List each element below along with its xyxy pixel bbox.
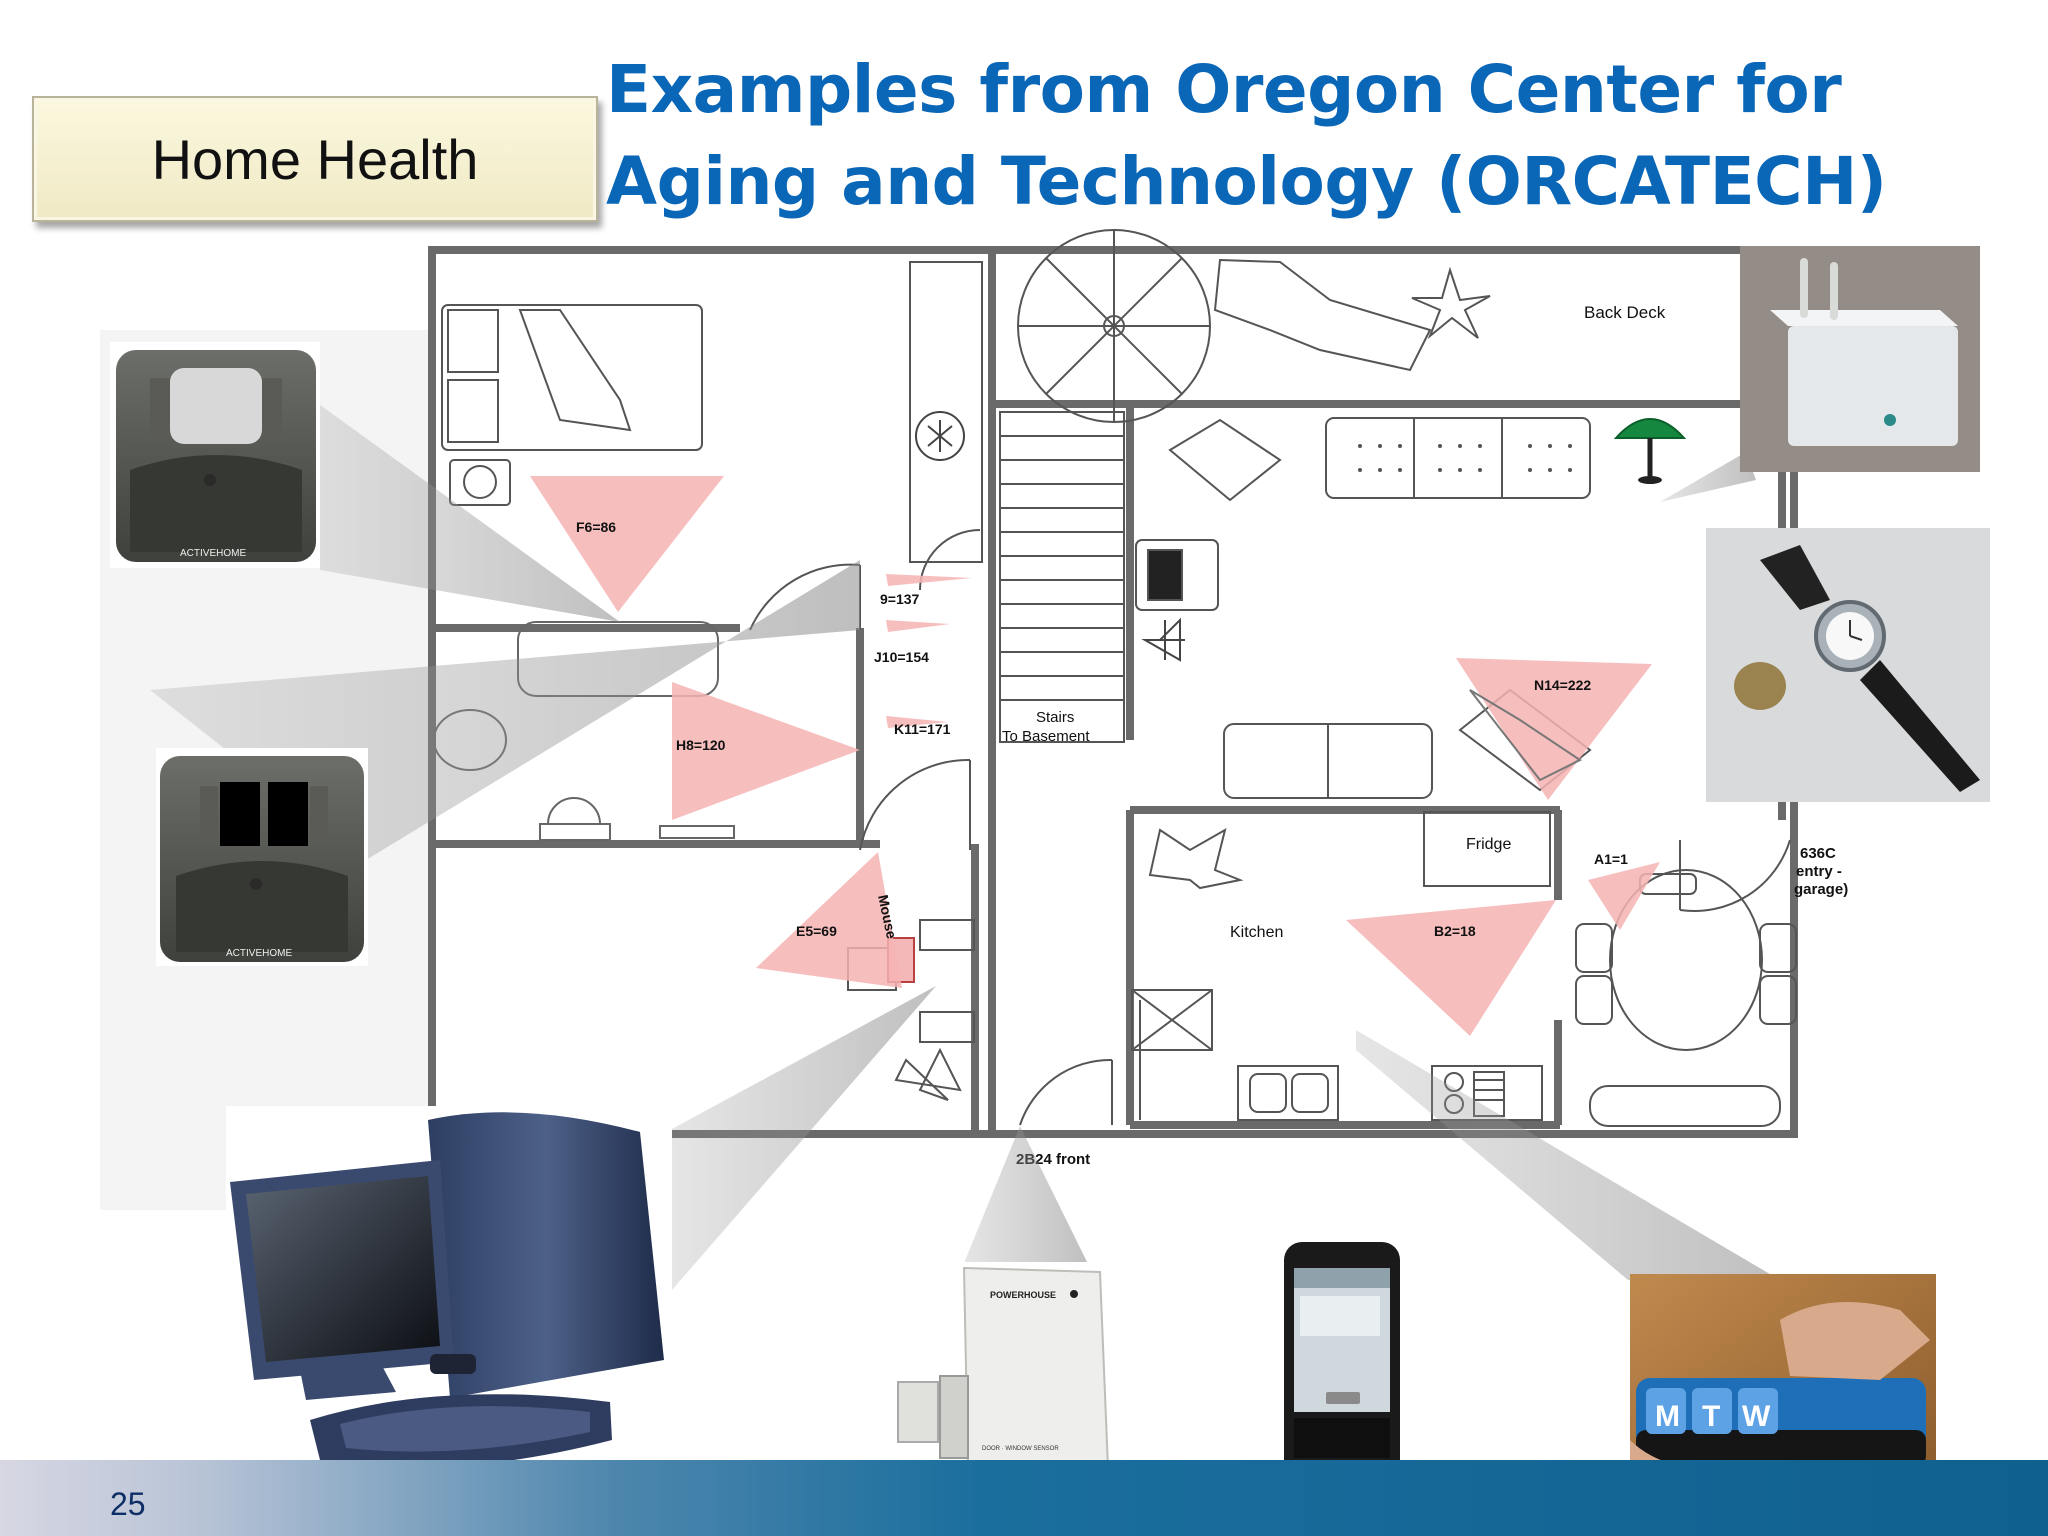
- pillbox-letter-t: T: [1702, 1400, 1720, 1433]
- door-sensor-label: DOOR · WINDOW SENSOR: [982, 1446, 1059, 1452]
- sensor-label-a1: A1=1: [1594, 851, 1628, 867]
- door-sensor-brand: POWERHOUSE: [990, 1290, 1056, 1300]
- desktop-computer-device: [226, 1106, 672, 1484]
- sensor-label-e5: E5=69: [796, 923, 837, 939]
- motion-sensor-device-1: ACTIVEHOME: [110, 342, 320, 568]
- door-window-sensor-device: POWERHOUSE DOOR · WINDOW SENSOR: [890, 1262, 1110, 1476]
- room-label-entry-3: garage): [1794, 881, 1848, 898]
- sensor-label-n14: N14=222: [1534, 677, 1591, 693]
- floor-plan: Back Deck Stairs To Basement Fridge Kitc…: [428, 229, 1848, 1168]
- footer-bar: [0, 1460, 2048, 1536]
- page-number: 25: [110, 1486, 146, 1522]
- room-label-basement: To Basement: [1002, 728, 1090, 745]
- sensor-label-j10: J10=154: [874, 649, 929, 665]
- room-label-stairs: Stairs: [1036, 709, 1074, 726]
- room-label-entry-1: 636C: [1800, 845, 1836, 862]
- motion-sensor-device-2: ACTIVEHOME: [156, 748, 368, 966]
- section-tag: Home Health: [32, 96, 598, 222]
- motion-sensor-1-brand: ACTIVEHOME: [180, 548, 246, 559]
- motion-sensor-zones: [530, 476, 1660, 1036]
- sensor-label-f6: F6=86: [576, 519, 616, 535]
- motion-sensor-2-brand: ACTIVEHOME: [226, 948, 292, 959]
- room-label-entry-2: entry -: [1796, 863, 1842, 880]
- pillbox-letter-m: M: [1655, 1400, 1680, 1433]
- pillbox-letter-w: W: [1742, 1400, 1771, 1433]
- room-label-back-deck: Back Deck: [1584, 303, 1666, 322]
- sensor-label-h8: H8=120: [676, 737, 726, 753]
- sensor-label-k11: K11=171: [894, 721, 951, 737]
- smart-watch-device: [1706, 528, 1990, 802]
- slide-title: Examples from Oregon Center for Aging an…: [606, 51, 1887, 220]
- room-label-kitchen: Kitchen: [1230, 924, 1283, 941]
- smartphone-device: [1268, 1236, 1416, 1494]
- wireless-hub-device: [1740, 246, 1980, 472]
- room-label-fridge: Fridge: [1466, 836, 1511, 853]
- sensor-label-9: 9=137: [880, 591, 920, 607]
- section-tag-label: Home Health: [151, 127, 479, 191]
- sensor-label-b2: B2=18: [1434, 923, 1476, 939]
